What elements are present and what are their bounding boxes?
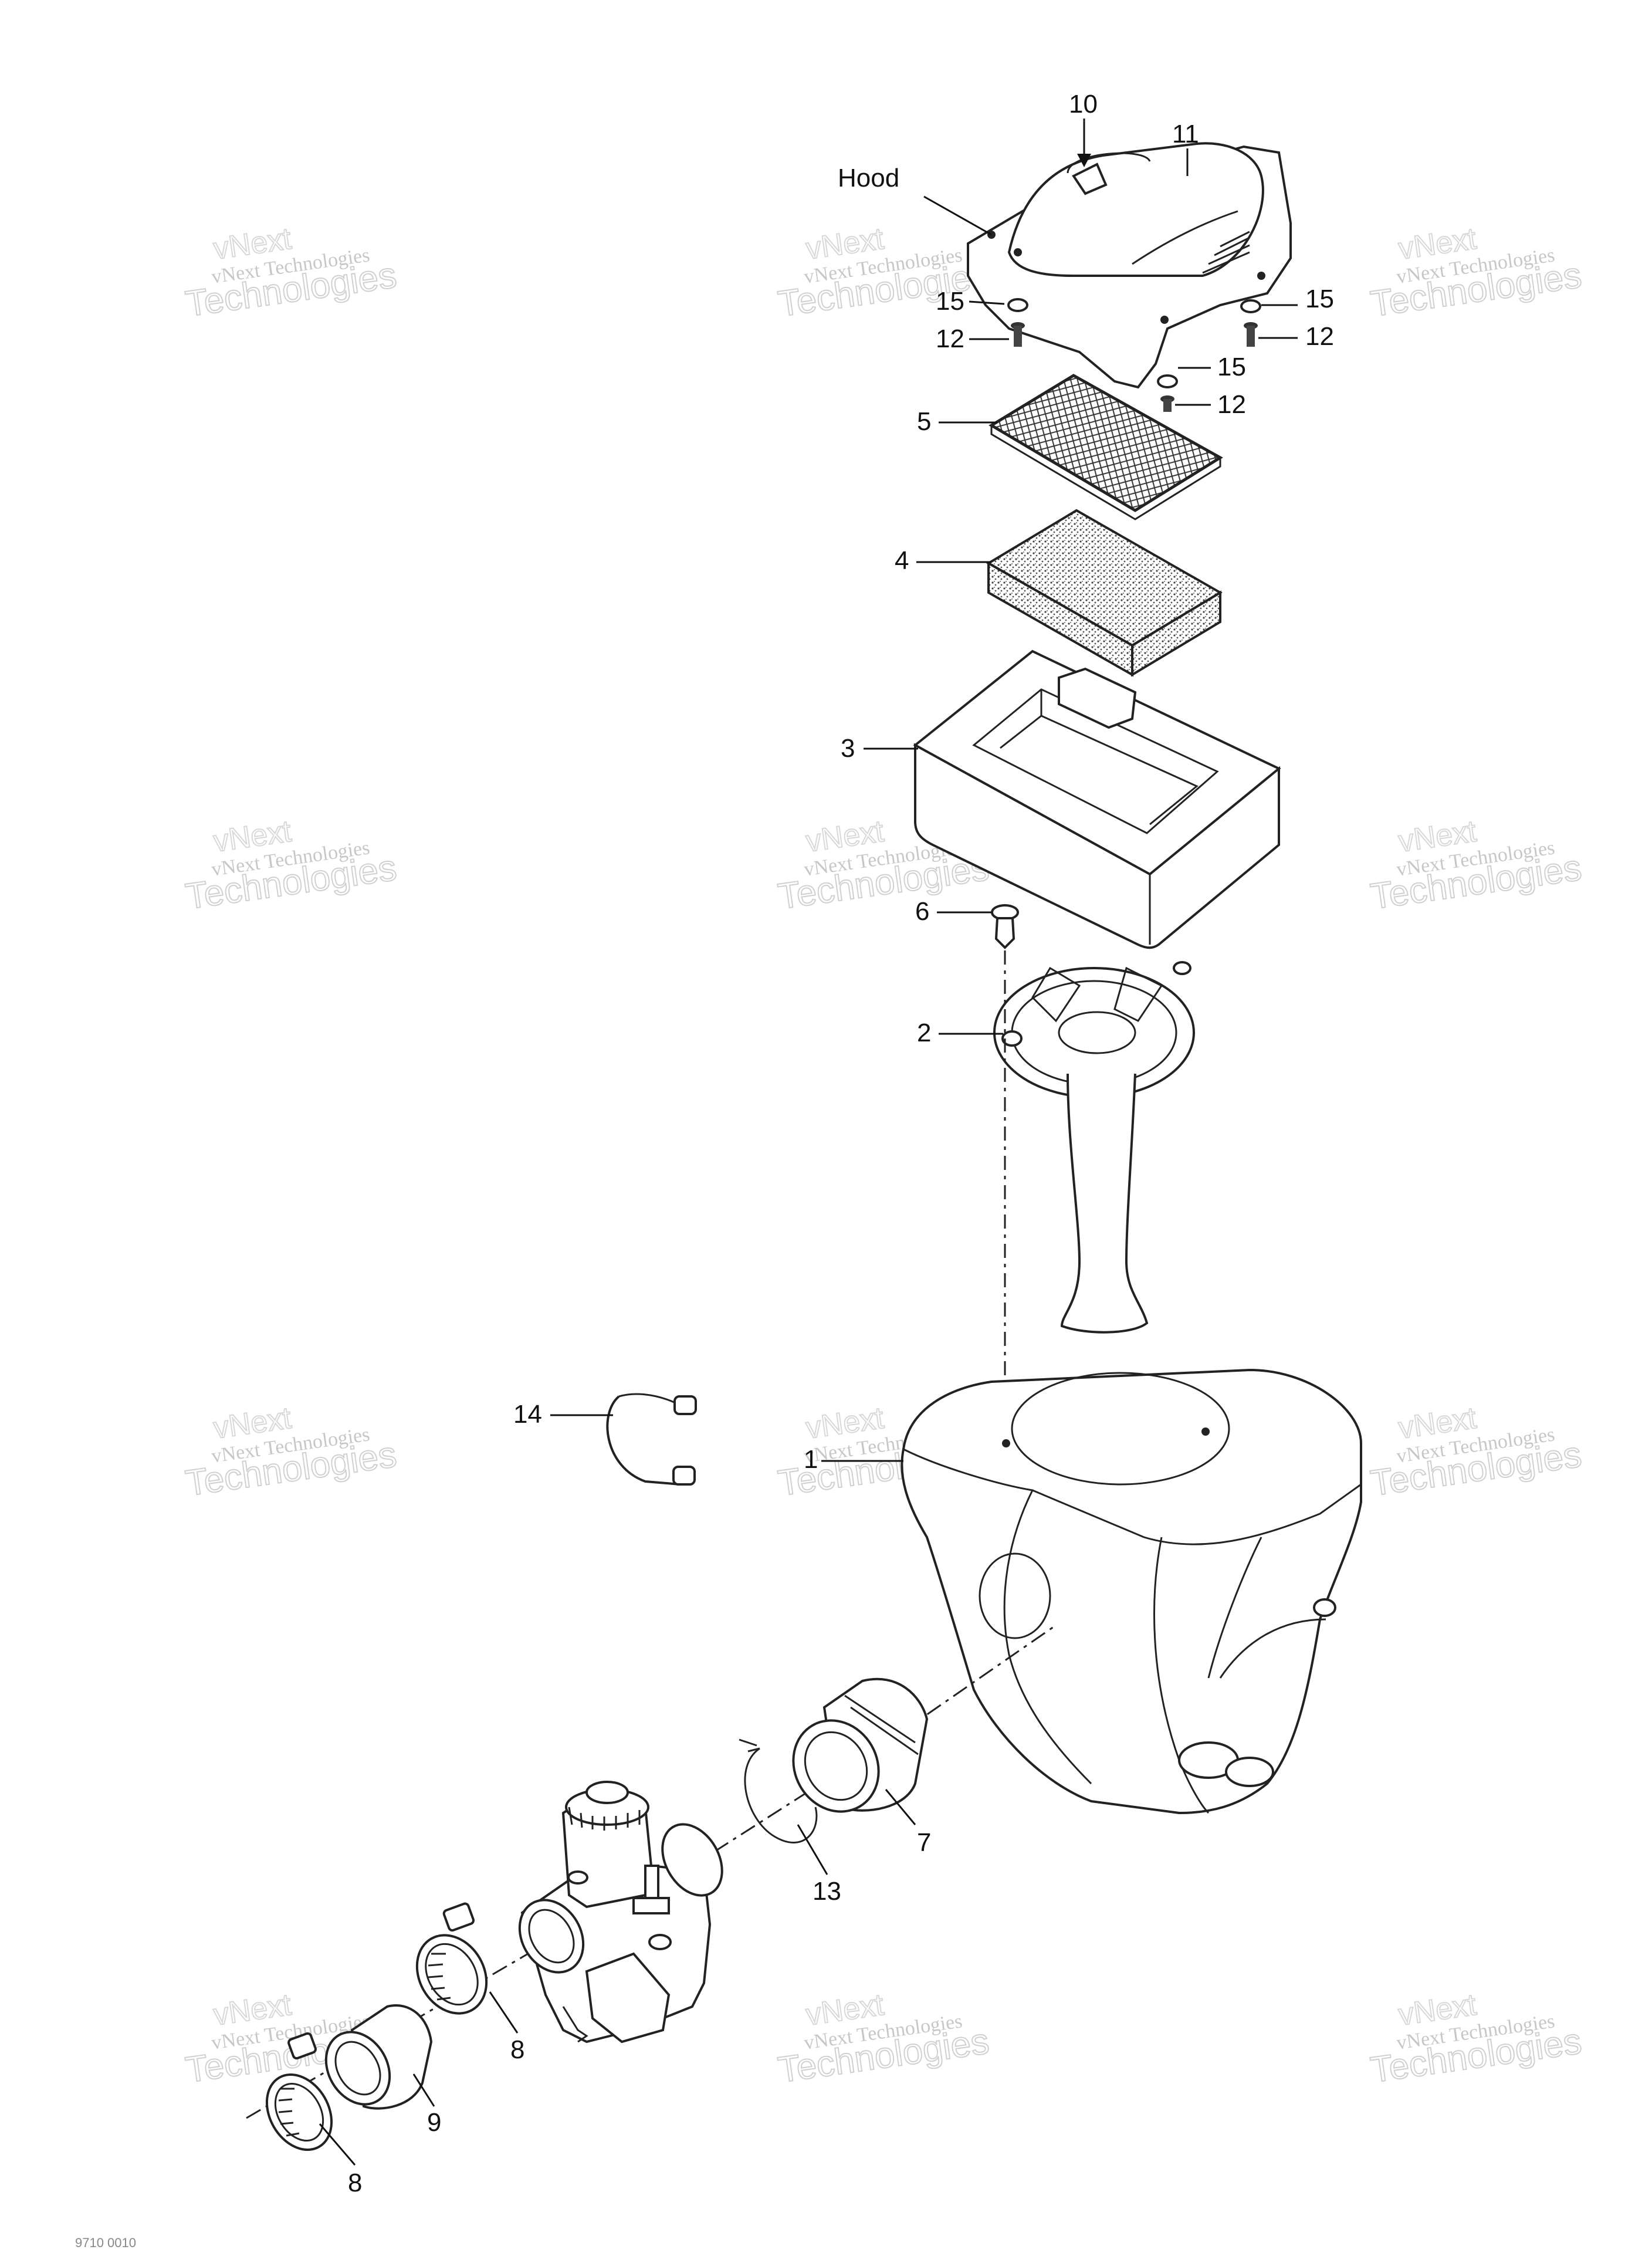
part-13-spring-clip bbox=[739, 1738, 818, 1843]
screw-12-right bbox=[1244, 322, 1258, 347]
callout-label-8-lower: 8 bbox=[348, 2169, 362, 2197]
watermark: vNext vNext Technologies Technologies bbox=[182, 814, 400, 918]
callout-label-15-left: 15 bbox=[936, 287, 964, 316]
callout-8-lower: 8 bbox=[319, 2123, 362, 2197]
callout-label-6: 6 bbox=[915, 897, 929, 926]
callout-label-9: 9 bbox=[427, 2108, 441, 2137]
part-8-clamp-upper bbox=[415, 1902, 488, 2015]
callout-7: 7 bbox=[885, 1789, 931, 1857]
callout-label-2: 2 bbox=[917, 1019, 931, 1047]
watermark: vNext vNext Technologies Technologies bbox=[1367, 221, 1585, 325]
callout-label-11: 11 bbox=[1172, 120, 1199, 148]
screw-12-center bbox=[1160, 395, 1174, 412]
watermark: vNext vNext Technologies Technologies bbox=[182, 1400, 400, 1504]
callout-9: 9 bbox=[412, 2073, 441, 2137]
callout-6: 6 bbox=[915, 897, 991, 926]
callout-8-upper: 8 bbox=[489, 1991, 524, 2064]
part-2-intake-tube bbox=[993, 961, 1195, 1334]
callout-label-4: 4 bbox=[895, 546, 909, 575]
callout-label-13: 13 bbox=[813, 1877, 841, 1906]
callout-15-left: 15 bbox=[936, 287, 1005, 316]
washer-15-center bbox=[1157, 374, 1178, 388]
part-8-clamp-lower bbox=[265, 2032, 333, 2151]
part-9-rubber-sleeve bbox=[324, 2004, 433, 2110]
watermark: vNext vNext Technologies Technologies bbox=[1367, 1987, 1585, 2091]
callout-5: 5 bbox=[917, 407, 997, 436]
washer-15-right bbox=[1240, 299, 1261, 313]
watermark: vNext vNext Technologies Technologies bbox=[775, 1987, 992, 2091]
callout-label-15-center: 15 bbox=[1217, 353, 1246, 381]
callout-label-12-left: 12 bbox=[936, 324, 964, 353]
callout-10: 10 bbox=[1069, 90, 1098, 167]
part-4-foam-filter bbox=[986, 509, 1223, 677]
part-7-rubber-adapter bbox=[792, 1677, 929, 1813]
part-6-push-rivet bbox=[991, 904, 1019, 949]
part-11-hood-cover bbox=[967, 142, 1292, 389]
figure-code: 9710 0010 bbox=[75, 2235, 136, 2250]
callout-label-7: 7 bbox=[917, 1828, 931, 1857]
watermark: vNext vNext Technologies Technologies bbox=[1367, 1400, 1585, 1504]
callout-label-3: 3 bbox=[841, 734, 855, 763]
part-3-filter-frame bbox=[913, 649, 1281, 949]
callout-label-12-right: 12 bbox=[1305, 322, 1334, 351]
callout-11: 11 bbox=[1172, 120, 1199, 176]
callout-15-right: 15 bbox=[1261, 285, 1334, 313]
callout-label-1: 1 bbox=[804, 1445, 818, 1474]
callout-13: 13 bbox=[797, 1824, 841, 1906]
watermark: vNext vNext Technologies Technologies bbox=[1367, 814, 1585, 918]
washers-and-screws bbox=[1007, 298, 1261, 412]
callout-4: 4 bbox=[895, 546, 991, 575]
watermark: vNext vNext Technologies Technologies bbox=[182, 221, 400, 325]
callout-15-center: 15 bbox=[1178, 353, 1246, 381]
callout-label-14: 14 bbox=[513, 1400, 542, 1429]
carburetor bbox=[518, 1781, 723, 2044]
callout-12-center: 12 bbox=[1175, 390, 1246, 419]
screw-12-left bbox=[1011, 322, 1025, 347]
callout-label-hood: Hood bbox=[838, 164, 899, 192]
washer-15-left bbox=[1007, 298, 1028, 312]
watermark: vNext vNext Technologies Technologies bbox=[775, 221, 992, 325]
callout-label-8-upper: 8 bbox=[510, 2035, 524, 2064]
callout-12-right: 12 bbox=[1258, 322, 1334, 351]
callout-label-15-right: 15 bbox=[1305, 285, 1334, 313]
callout-14: 14 bbox=[513, 1400, 613, 1429]
callout-12-left: 12 bbox=[936, 324, 1009, 353]
callout-label-5: 5 bbox=[917, 407, 931, 436]
callout-1: 1 bbox=[804, 1445, 903, 1474]
part-14-retaining-strap bbox=[606, 1393, 697, 1486]
callout-label-10: 10 bbox=[1069, 90, 1098, 119]
part-5-mesh-filter bbox=[989, 374, 1223, 520]
callout-2: 2 bbox=[917, 1019, 1003, 1047]
callout-3: 3 bbox=[841, 734, 918, 763]
callout-hood: Hood bbox=[838, 164, 992, 236]
part-1-air-box bbox=[901, 1368, 1362, 1815]
callout-label-12-center: 12 bbox=[1217, 390, 1246, 419]
